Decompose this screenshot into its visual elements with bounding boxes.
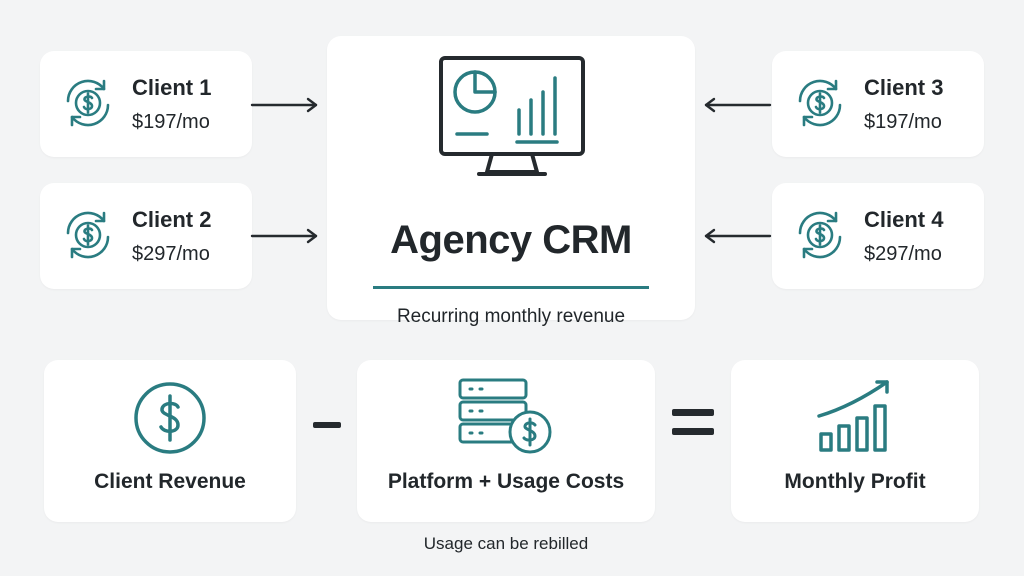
- client-name: Client 4: [864, 207, 944, 232]
- platform-costs-label: Platform + Usage Costs: [387, 470, 625, 493]
- monthly-profit-label: Monthly Profit: [784, 470, 926, 493]
- arrow-right-icon: [250, 228, 318, 244]
- minus-operator: [313, 422, 341, 428]
- title-divider: [373, 286, 649, 289]
- client-price: $297/mo: [132, 243, 210, 265]
- monthly-profit-card: Monthly Profit: [731, 360, 979, 522]
- arrow-left-icon: [704, 97, 772, 113]
- client-name: Client 3: [864, 75, 944, 100]
- client-name: Client 1: [132, 75, 212, 100]
- crm-title: Agency CRM: [390, 218, 632, 262]
- recurring-dollar-icon: [798, 79, 842, 127]
- client-card-2: Client 2 $297/mo: [40, 183, 252, 289]
- growth-chart-icon: [817, 380, 889, 452]
- client-price: $197/mo: [132, 111, 210, 133]
- client-name: Client 2: [132, 207, 212, 232]
- client-price: $297/mo: [864, 243, 942, 265]
- client-price: $197/mo: [864, 111, 942, 133]
- client-revenue-label: Client Revenue: [94, 470, 246, 493]
- equals-operator-bottom: [672, 428, 714, 435]
- server-dollar-icon: [458, 378, 552, 454]
- equals-operator-top: [672, 409, 714, 416]
- rebill-footnote: Usage can be rebilled: [423, 534, 589, 553]
- arrow-right-icon: [250, 97, 318, 113]
- recurring-dollar-icon: [66, 79, 110, 127]
- arrow-left-icon: [704, 228, 772, 244]
- crm-subtitle: Recurring monthly revenue: [396, 306, 626, 327]
- monitor-dashboard-icon: [439, 56, 585, 176]
- platform-costs-card: Platform + Usage Costs: [357, 360, 655, 522]
- client-card-4: Client 4 $297/mo: [772, 183, 984, 289]
- client-card-3: Client 3 $197/mo: [772, 51, 984, 157]
- recurring-dollar-icon: [66, 211, 110, 259]
- dollar-circle-icon: [134, 382, 206, 454]
- recurring-dollar-icon: [798, 211, 842, 259]
- client-revenue-card: Client Revenue: [44, 360, 296, 522]
- crm-card: Agency CRM Recurring monthly revenue: [327, 36, 695, 327]
- client-card-1: Client 1 $197/mo: [40, 51, 252, 157]
